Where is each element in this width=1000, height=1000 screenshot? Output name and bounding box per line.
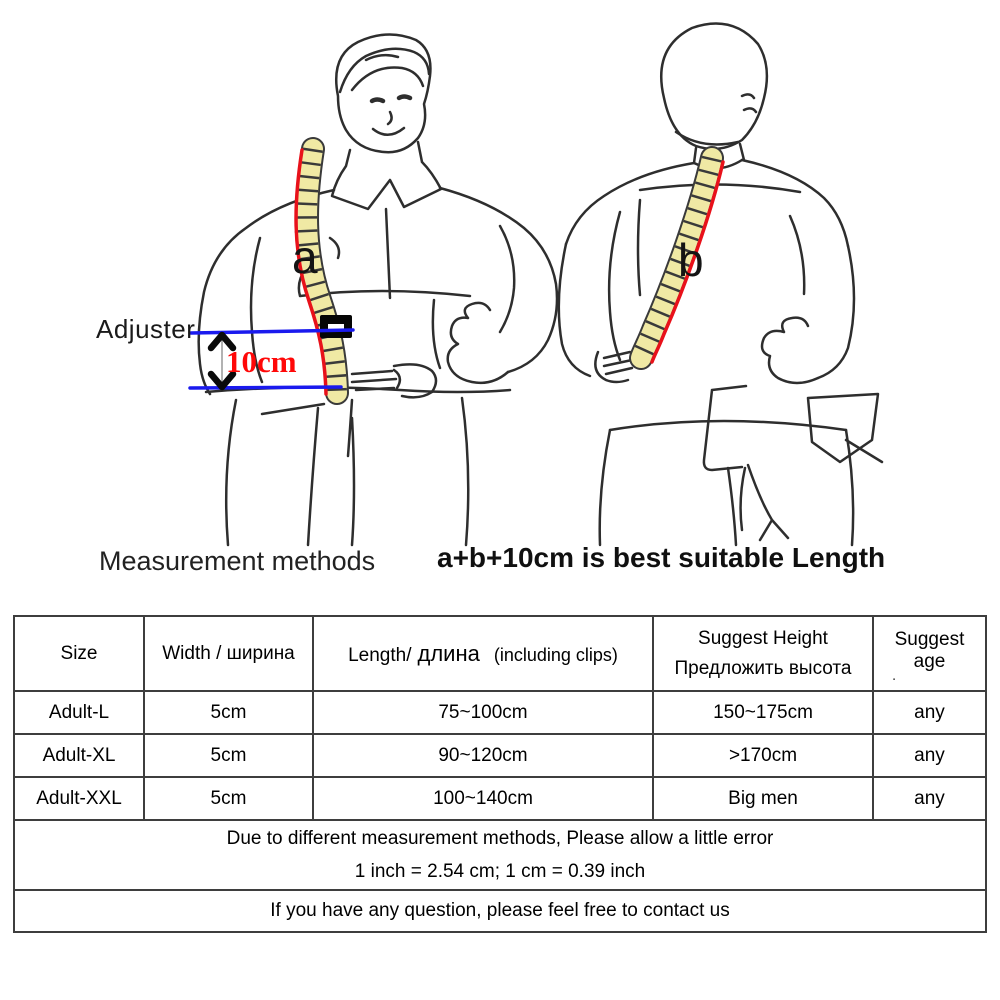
cell-size: Adult-XXL [13, 776, 145, 821]
header-suggest-age: Suggest age . [872, 615, 987, 692]
front-strap-red-line [294, 148, 328, 396]
caption-length-formula: a+b+10cm is best suitable Length [437, 542, 886, 573]
back-shoulders [564, 158, 850, 248]
table-row-adult-l: Adult-L 5cm 75~100cm 150~175cm any [13, 690, 987, 735]
back-jeans-waist [608, 419, 848, 432]
note-conversion-line: 1 inch = 2.54 cm; 1 cm = 0.39 inch [354, 861, 646, 882]
measurement-diagram [188, 22, 884, 547]
front-nose-smile [371, 110, 406, 136]
front-trousers [224, 396, 470, 547]
adjuster-label: Adjuster [96, 314, 196, 344]
front-hair [338, 47, 431, 94]
caption-measurement-methods: Measurement methods [99, 546, 376, 576]
contact-note: If you have any question, please feel fr… [13, 889, 987, 933]
header-suggest-age-label: Suggest age [894, 628, 965, 672]
size-table: Size Width / ширина Length/длина (includi… [13, 615, 987, 933]
back-head-outline [660, 22, 769, 151]
arrow-up-head [207, 331, 237, 352]
measurement-guides [188, 328, 355, 391]
header-suggest-height-en: Suggest Height [698, 628, 828, 650]
table-row-adult-xl: Adult-XL 5cm 90~120cm >170cm any [13, 733, 987, 778]
back-right-hand [760, 316, 820, 385]
cell-age: any [872, 733, 987, 778]
header-length-note: (including clips) [493, 644, 618, 665]
cell-size: Adult-L [13, 690, 145, 735]
front-hand-on-hip [446, 301, 510, 385]
front-suspender-strap [294, 137, 352, 405]
back-left-pocket [702, 384, 748, 472]
front-head-outline [334, 33, 432, 154]
cell-age: any [872, 690, 987, 735]
cell-width: 5cm [143, 690, 314, 735]
header-length-en: Length/ [348, 644, 412, 666]
cell-size: Adult-XL [13, 733, 145, 778]
cell-length: 75~100cm [312, 690, 654, 735]
cell-width: 5cm [143, 733, 314, 778]
back-right-arm [788, 214, 856, 380]
table-contact-row: If you have any question, please feel fr… [13, 889, 987, 933]
cell-width: 5cm [143, 776, 314, 821]
back-strap-segment-lines [631, 155, 722, 362]
front-eyes [369, 94, 413, 104]
back-jeans-legs [598, 428, 855, 547]
header-suggest-height: Suggest Height Предложить высота [652, 615, 874, 692]
table-note-row: Due to different measurement methods, Pl… [13, 819, 987, 891]
front-collar [330, 140, 443, 300]
front-strap-letter-a: a [292, 231, 318, 283]
back-right-pocket [806, 392, 884, 464]
cell-length: 100~140cm [312, 776, 654, 821]
front-strap-segment-lines [297, 147, 347, 394]
back-suspender-strap [629, 146, 725, 370]
table-row-adult-xxl: Adult-XXL 5cm 100~140cm Big men any [13, 776, 987, 821]
back-hair-lines [674, 93, 758, 146]
front-figure [197, 33, 559, 547]
size-table-header-row: Size Width / ширина Length/длина (includi… [13, 615, 987, 692]
adjuster-buckle-slot [328, 324, 344, 329]
arrow-down-head [207, 370, 237, 391]
measurement-note: Due to different measurement methods, Pl… [13, 819, 987, 891]
header-suggest-height-ru: Предложить высота [674, 657, 852, 679]
header-length-ru: длина [417, 640, 480, 666]
note-error-line: Due to different measurement methods, Pl… [226, 827, 774, 849]
back-strap-letter-b: b [678, 234, 704, 286]
back-figure [557, 22, 884, 547]
back-left-arm [557, 210, 622, 378]
back-strap-red-line [650, 160, 725, 364]
header-length: Length/длина (including clips) [312, 615, 654, 692]
front-torso-right-arm [438, 186, 559, 374]
cell-height: Big men [652, 776, 874, 821]
cell-height: 150~175cm [652, 690, 874, 735]
back-jeans-creases [739, 463, 790, 542]
back-left-hand [594, 350, 634, 384]
back-spine-wrinkle [636, 198, 642, 297]
cell-length: 90~120cm [312, 733, 654, 778]
cell-age: any [872, 776, 987, 821]
header-suggest-age-dot: . [892, 666, 897, 684]
lower-blue-line [188, 385, 343, 390]
upper-blue-line [189, 328, 355, 335]
header-width: Width / ширина [143, 615, 314, 692]
cell-height: >170cm [652, 733, 874, 778]
gap-10cm-label: 10cm [226, 344, 297, 379]
header-size: Size [13, 615, 145, 692]
